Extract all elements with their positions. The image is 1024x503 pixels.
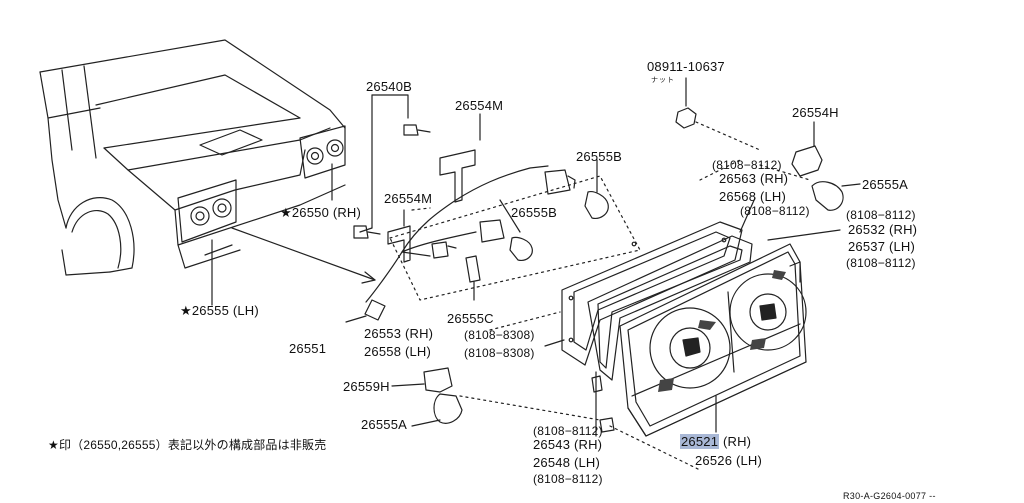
label-26532-rh: 26532 (RH) [848, 222, 918, 237]
label-26521-rh[interactable]: 26521 (RH) [680, 434, 752, 449]
label-26559h: 26559H [343, 379, 390, 394]
label-26521-side: (RH) [722, 434, 752, 449]
label-range-c: (8108−8112) [846, 208, 916, 222]
label-26537-lh: 26537 (LH) [848, 239, 916, 254]
label-26558-lh: 26558 (LH) [364, 344, 432, 359]
label-26554m-top: 26554M [455, 98, 504, 113]
label-26555b-mid: 26555B [511, 205, 558, 220]
label-26550-rh: ★26550 (RH) [280, 205, 362, 220]
label-26553-rh: 26553 (RH) [364, 326, 434, 341]
diagram-ref-code: R30-A-G2604-0077 -- [843, 491, 936, 501]
label-08911-10637: 08911-10637 [647, 59, 725, 74]
label-26563-rh: 26563 (RH) [719, 171, 789, 186]
label-range-b: (8108−8112) [740, 204, 810, 218]
label-26540b: 26540B [366, 79, 413, 94]
footnote-not-for-sale: ★印（26550,26555）表記以外の構成部品は非販売 [48, 438, 327, 452]
car-illustration [39, 39, 346, 276]
label-range-f: (8108−8112) [533, 472, 603, 486]
label-range-a: (8108−8112) [712, 158, 782, 172]
label-26555b-top: 26555B [576, 149, 623, 164]
label-range-e: (8108−8112) [533, 424, 603, 438]
taillamp-lens [619, 243, 807, 437]
label-26554h: 26554H [792, 105, 839, 120]
label-range-8308-a: (8108−8308) [464, 328, 535, 342]
connector-26551 [364, 299, 386, 321]
arrow-to-harness [231, 227, 376, 281]
label-26555a-bot: 26555A [361, 417, 408, 432]
label-26555c: 26555C [447, 311, 494, 326]
label-range-8308-b: (8108−8308) [464, 346, 535, 360]
label-26548-lh: 26548 (LH) [533, 455, 601, 470]
label-nut-jp: ナット [651, 77, 675, 84]
label-26554m-mid: 26554M [384, 191, 433, 206]
label-26555a-top: 26555A [862, 177, 909, 192]
label-26568-lh: 26568 (LH) [719, 189, 787, 204]
highlighted-part-number[interactable]: 26521 [680, 434, 720, 449]
label-26526-lh: 26526 (LH) [695, 453, 763, 468]
label-26555-lh: ★26555 (LH) [180, 303, 259, 318]
label-range-d: (8108−8112) [846, 256, 916, 270]
label-26543-rh: 26543 (RH) [533, 437, 603, 452]
label-26551: 26551 [289, 341, 327, 356]
